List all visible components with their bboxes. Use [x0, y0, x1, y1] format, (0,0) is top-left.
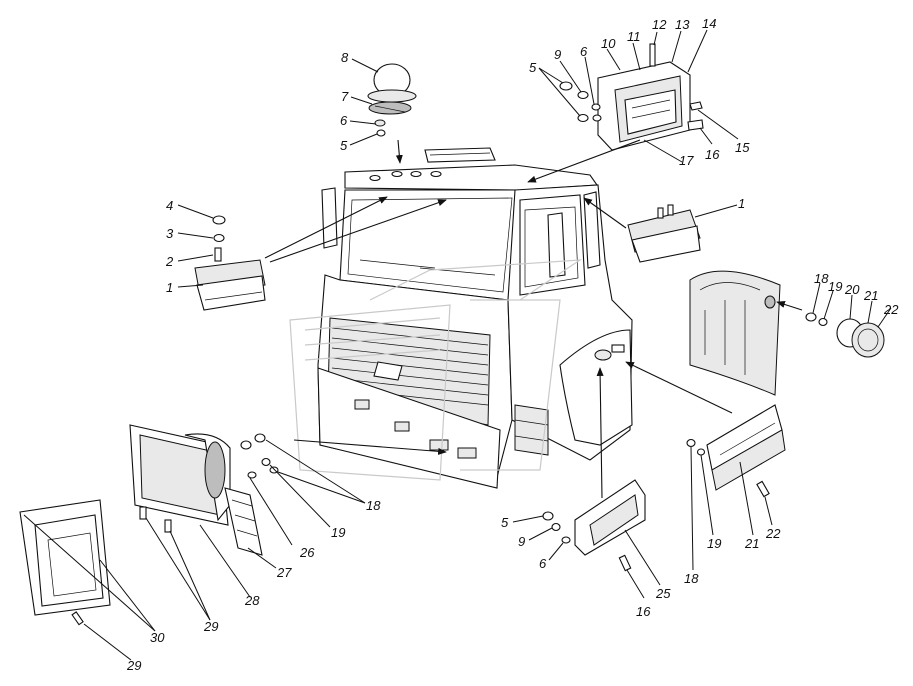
callout-29-right: 29 — [203, 619, 218, 634]
callout-27: 27 — [276, 565, 292, 580]
side-repeater-assembly — [689, 270, 885, 396]
callout-21-fender: 21 — [744, 536, 759, 551]
callout-9-lower: 9 — [518, 534, 525, 549]
door-lamp-assembly — [542, 367, 646, 572]
callout-19-flap: 19 — [828, 279, 842, 294]
left-marker-lamp-assembly — [194, 196, 447, 311]
callout-17: 17 — [679, 153, 694, 168]
callout-labels: 8 7 6 5 4 3 2 1 5 9 6 10 11 12 13 14 15 … — [126, 16, 899, 673]
callout-11: 11 — [627, 29, 641, 44]
callout-19-fender: 19 — [707, 536, 721, 551]
callout-1-left: 1 — [166, 280, 173, 295]
callout-13: 13 — [675, 17, 690, 32]
callout-30: 30 — [150, 630, 165, 645]
callout-12: 12 — [652, 17, 667, 32]
callout-3-left: 3 — [166, 226, 174, 241]
callout-19-head: 19 — [331, 525, 345, 540]
callout-16-lower: 16 — [636, 604, 651, 619]
callout-15: 15 — [735, 140, 750, 155]
side-lamp-assembly — [625, 361, 786, 498]
truck-cab — [317, 147, 633, 489]
roof-beacon-assembly — [367, 63, 417, 164]
callout-16-topright: 16 — [705, 147, 720, 162]
callout-2-left: 2 — [165, 254, 174, 269]
leader-lines — [23, 29, 892, 661]
right-marker-lamp-assembly — [583, 197, 701, 263]
headlamp-assembly — [19, 424, 447, 626]
callout-4-left: 4 — [166, 198, 173, 213]
roof-spot-lamp-assembly — [527, 43, 704, 183]
callout-5-top: 5 — [340, 138, 348, 153]
callout-14: 14 — [702, 16, 716, 31]
callout-6-top: 6 — [340, 113, 348, 128]
callout-9-topright: 9 — [554, 47, 561, 62]
callout-26: 26 — [299, 545, 315, 560]
watermark-logo — [289, 259, 583, 481]
callout-6-lower: 6 — [539, 556, 547, 571]
callout-21-flap: 21 — [863, 288, 878, 303]
callout-8-top: 8 — [341, 50, 349, 65]
callout-23: 22 — [765, 526, 781, 541]
callout-18-head: 18 — [366, 498, 381, 513]
callout-22: 22 — [883, 302, 899, 317]
callout-28: 28 — [244, 593, 260, 608]
callout-5-topright: 5 — [529, 60, 537, 75]
callout-20: 20 — [844, 282, 860, 297]
callout-10: 10 — [601, 36, 616, 51]
callout-18-flap: 18 — [814, 271, 829, 286]
callout-7-top: 7 — [341, 89, 349, 104]
callout-6-topright: 6 — [580, 44, 588, 59]
callout-29-bottom: 29 — [126, 658, 141, 673]
callout-25: 25 — [655, 586, 671, 601]
callout-18-fender: 18 — [684, 571, 699, 586]
callout-5-lower: 5 — [501, 515, 509, 530]
callout-1-right: 1 — [738, 196, 745, 211]
